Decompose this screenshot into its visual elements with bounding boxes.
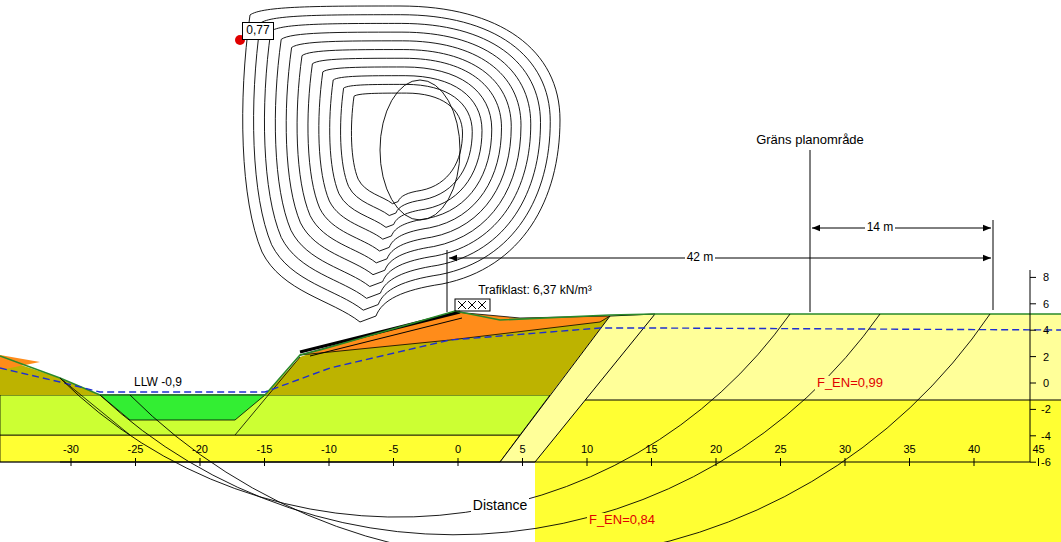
contour-line <box>380 80 460 220</box>
slip-circle <box>100 314 880 535</box>
axis-tick <box>200 458 201 466</box>
axis-tick <box>264 458 265 466</box>
axis-number: -20 <box>192 443 208 455</box>
contour-line <box>286 41 521 275</box>
water-level-label: LLW -0,9 <box>134 376 182 389</box>
axis-tick <box>329 458 330 466</box>
contour-line <box>243 6 560 322</box>
contour-line <box>351 93 462 204</box>
safety-contours <box>243 6 560 322</box>
safety-factor: F_EN=0,99 <box>815 376 885 390</box>
axis-tick <box>1030 277 1036 278</box>
axis-tick <box>71 458 72 466</box>
contour-line <box>254 15 551 310</box>
lower-yellow-layer <box>535 400 1061 542</box>
sheet-pile-band <box>500 314 655 462</box>
slip-circle <box>130 314 990 542</box>
axis-number: 6 <box>1043 298 1049 310</box>
green-layer <box>0 395 550 435</box>
slip-circle <box>60 314 790 517</box>
axis-tick <box>780 458 781 466</box>
ground-surface <box>0 311 1061 395</box>
axis-number: -25 <box>128 443 144 455</box>
axis-number: 5 <box>519 443 525 455</box>
axis-number: -15 <box>257 443 273 455</box>
axis-tick <box>716 458 717 466</box>
axis-tick <box>974 458 975 466</box>
contour-line <box>264 23 540 298</box>
dimension-value: 42 m <box>685 251 716 264</box>
axis-tick <box>1030 409 1036 410</box>
dimension-lines <box>447 150 993 312</box>
axis-number: 25 <box>774 443 786 455</box>
axis-number: 15 <box>645 443 657 455</box>
axis-title: Distance <box>471 498 529 513</box>
traffic-load-symbol <box>455 299 490 311</box>
axis-number: 35 <box>903 443 915 455</box>
boundary-label: Gräns planområde <box>756 133 864 147</box>
axis-tick <box>393 458 394 466</box>
contour-line <box>341 84 473 215</box>
axes <box>60 270 1039 466</box>
axis-number: -30 <box>63 443 79 455</box>
axis-number: 40 <box>968 443 980 455</box>
axis-tick <box>845 458 846 466</box>
axis-number: 0 <box>1043 377 1049 389</box>
axis-tick <box>1030 383 1036 384</box>
axis-tick <box>1030 303 1036 304</box>
axis-tick <box>1030 435 1036 436</box>
axis-tick <box>1030 462 1036 463</box>
axis-number: -10 <box>321 443 337 455</box>
embankment-fill <box>300 312 610 355</box>
critical-factor: 0,77 <box>242 22 273 39</box>
axis-number: 30 <box>839 443 851 455</box>
axis-tick <box>909 458 910 466</box>
left-yellow-layer <box>0 435 520 462</box>
axis-number: 10 <box>581 443 593 455</box>
upper-pale-layer <box>585 314 1061 400</box>
axis-tick <box>587 458 588 466</box>
axis-number: 8 <box>1043 271 1049 283</box>
axis-number: 2 <box>1043 351 1049 363</box>
contour-line <box>308 58 502 251</box>
axis-number: -6 <box>1041 456 1051 468</box>
safety-factor: F_EN=0,84 <box>587 513 657 527</box>
axis-number: 4 <box>1043 324 1049 336</box>
load-label: Trafiklast: 6,37 kN/m³ <box>478 284 592 297</box>
axis-number: 45 <box>1032 443 1044 455</box>
axis-tick <box>135 458 136 466</box>
axis-tick <box>522 458 523 466</box>
axis-tick <box>1030 330 1036 331</box>
contour-line <box>330 76 482 228</box>
axis-number: -2 <box>1041 403 1051 415</box>
water-table <box>0 328 1061 392</box>
axis-number: 20 <box>710 443 722 455</box>
axis-tick <box>651 458 652 466</box>
contour-line <box>297 50 511 263</box>
dimension-value: 14 m <box>865 221 896 234</box>
axis-number: 0 <box>455 443 461 455</box>
contour-line <box>319 67 492 239</box>
contour-line <box>275 32 530 286</box>
axis-tick <box>1038 458 1039 466</box>
axis-number: -5 <box>389 443 399 455</box>
axis-tick <box>458 458 459 466</box>
axis-tick <box>1030 356 1036 357</box>
axis-number: -4 <box>1041 430 1051 442</box>
